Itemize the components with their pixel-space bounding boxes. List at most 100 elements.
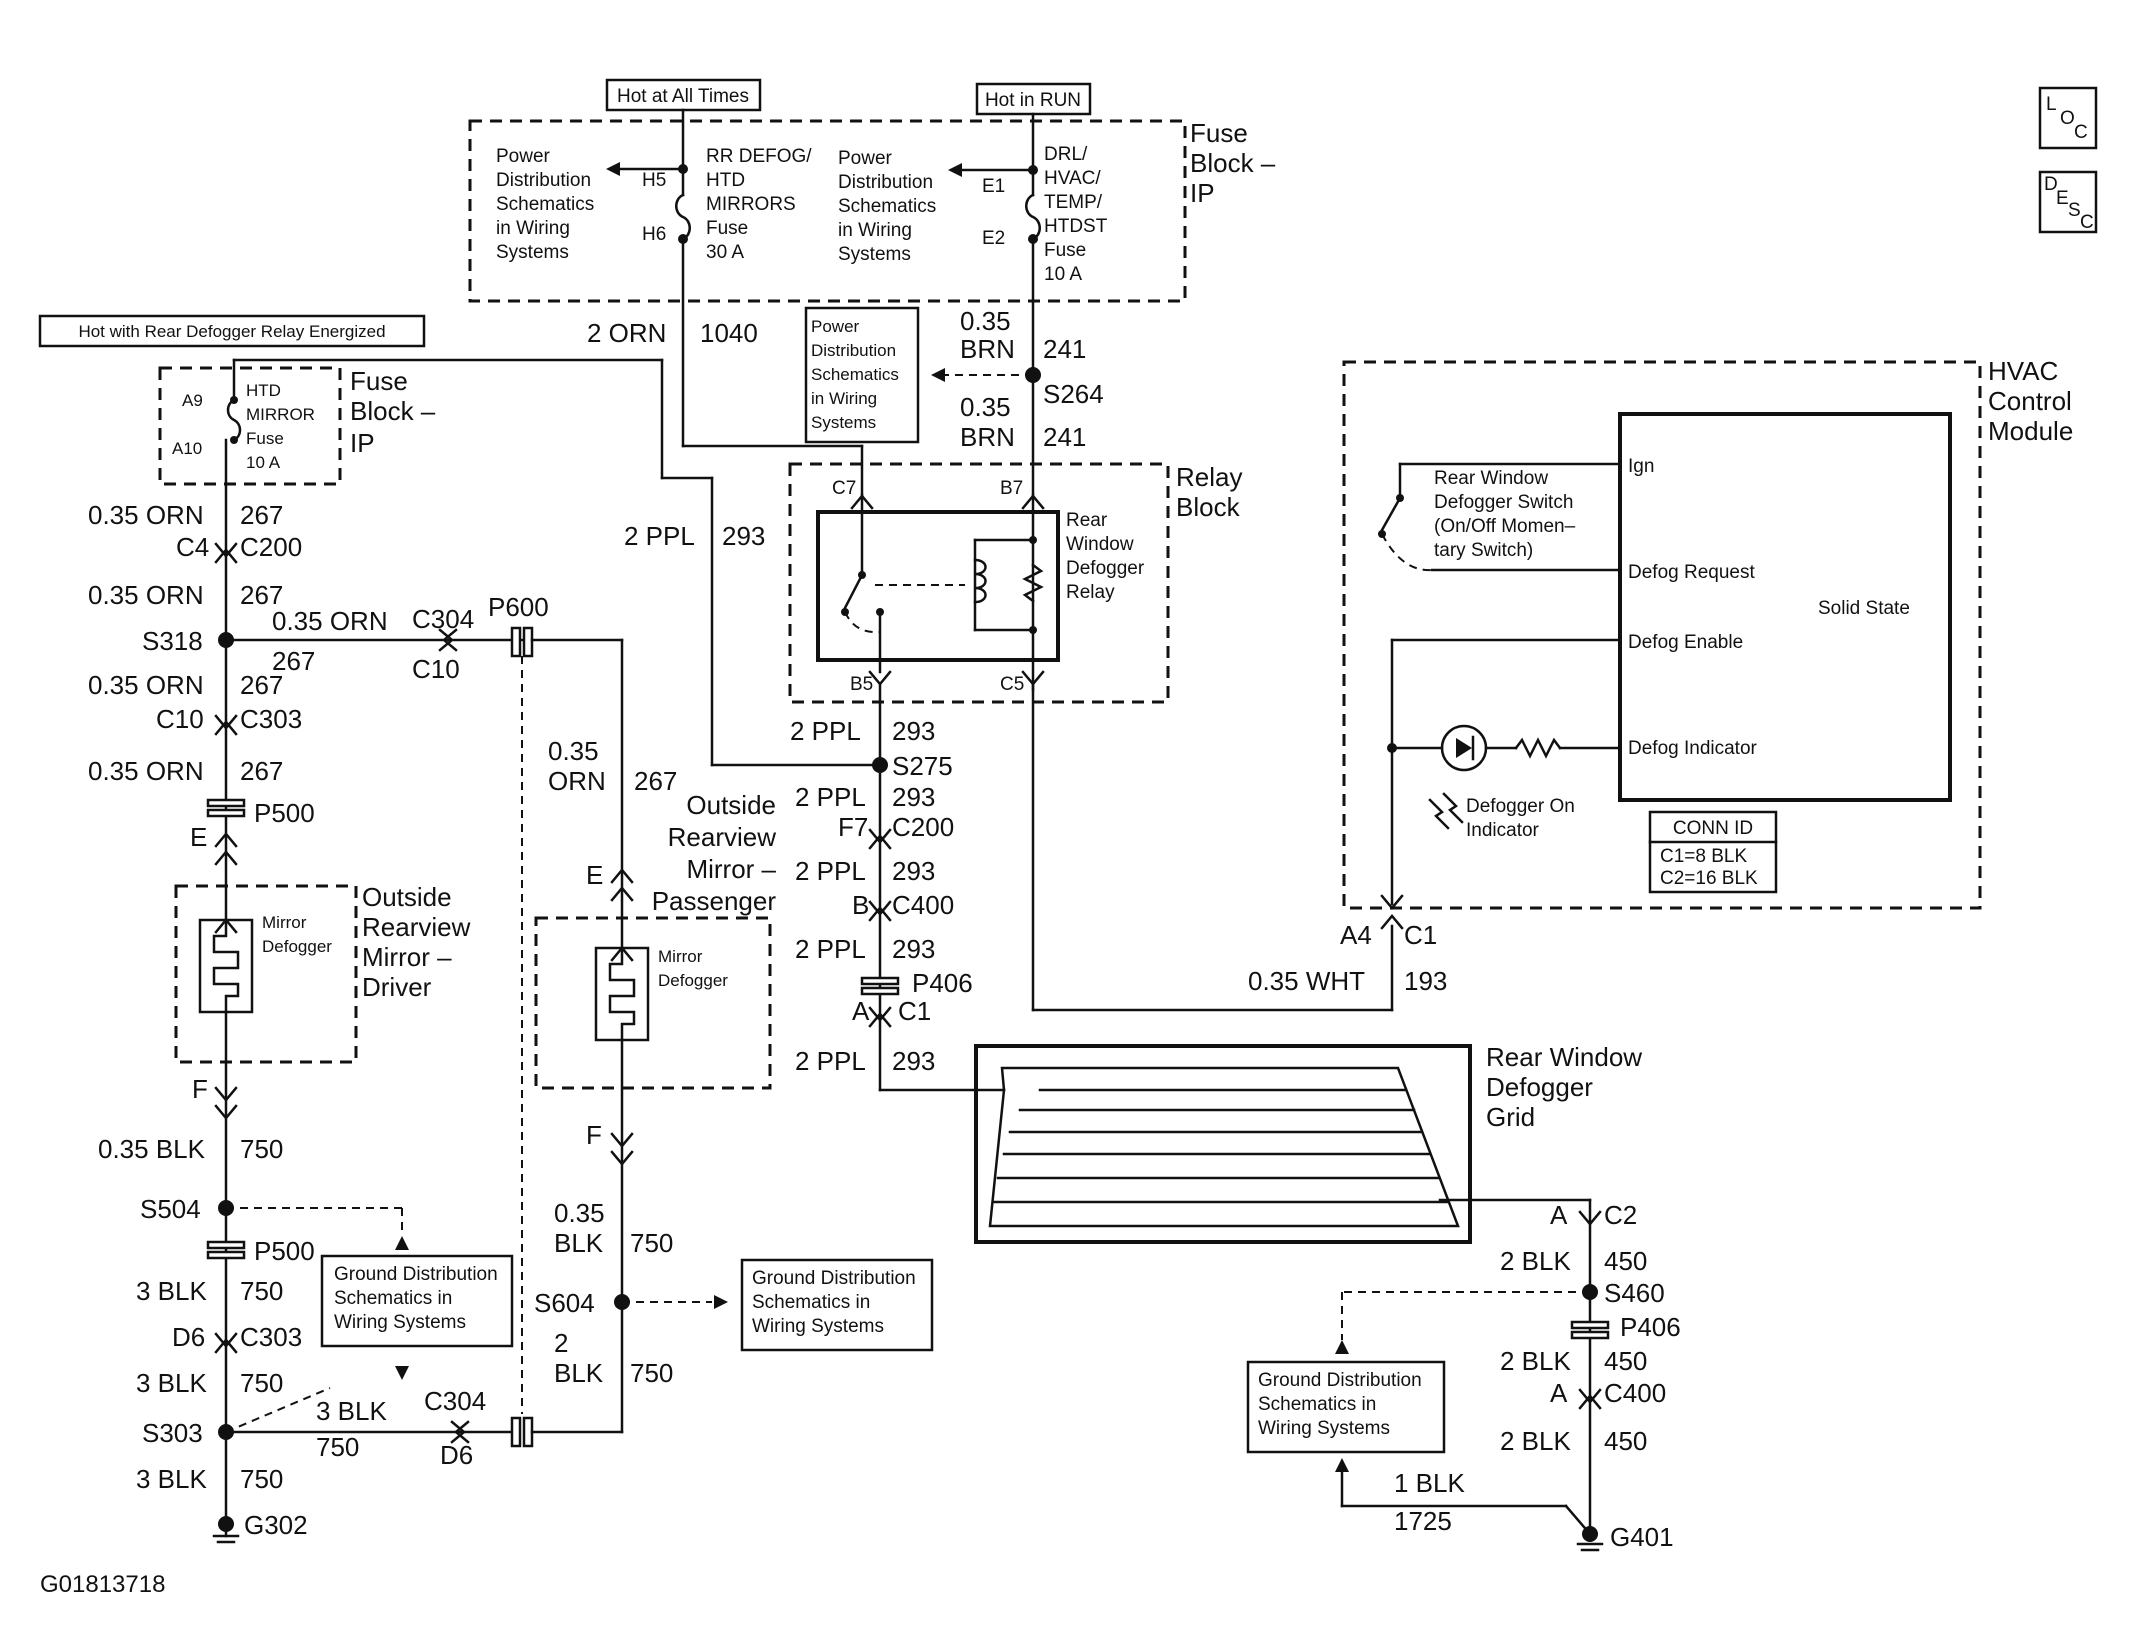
- svg-text:B5: B5: [850, 674, 873, 695]
- wire-035-orn-b: 0.35 ORN: [88, 580, 204, 610]
- wire-035-blk-a: 0.35 BLK: [98, 1134, 206, 1164]
- svg-text:Wiring Systems: Wiring Systems: [334, 1312, 466, 1333]
- svg-text:L: L: [2046, 94, 2057, 115]
- svg-text:MIRROR: MIRROR: [246, 405, 315, 424]
- pds-mid-box: Power Distribution Schematics in Wiring …: [804, 306, 920, 444]
- circuit-750-d: 750: [316, 1432, 359, 1462]
- s303-label: S303: [142, 1418, 203, 1448]
- gds-mid-box: Ground Distribution Schematics in Wiring…: [740, 1258, 934, 1352]
- svg-text:tary Switch): tary Switch): [1434, 540, 1533, 561]
- gds-right-box: Ground Distribution Schematics in Wiring…: [1246, 1360, 1446, 1454]
- conn-c2: C2: [1604, 1200, 1637, 1230]
- conn-p500-b: P500: [254, 1236, 315, 1266]
- svg-text:Solid State: Solid State: [1818, 598, 1910, 619]
- svg-text:HVAC/: HVAC/: [1044, 168, 1101, 189]
- circuit-267-d: 267: [240, 670, 283, 700]
- svg-text:Power: Power: [811, 317, 860, 336]
- svg-text:30 A: 30 A: [706, 242, 744, 263]
- svg-text:TEMP/: TEMP/: [1044, 192, 1103, 213]
- wire-3blk-c: 3 BLK: [316, 1396, 387, 1426]
- wire-brn-a: BRN: [960, 334, 1015, 364]
- svg-text:IP: IP: [350, 428, 375, 458]
- wire-035-orn-d: 0.35 ORN: [88, 670, 204, 700]
- g302-ground: [218, 1516, 234, 1532]
- wire-3blk-a: 3 BLK: [136, 1276, 207, 1306]
- svg-text:Rear Window: Rear Window: [1486, 1042, 1642, 1072]
- svg-text:Schematics: Schematics: [838, 196, 936, 217]
- conn-c4: C4: [176, 532, 209, 562]
- svg-text:H6: H6: [642, 224, 666, 245]
- svg-text:Power: Power: [496, 146, 551, 167]
- outside-mirror-passenger: Outside Rearview Mirror – Passenger Mirr…: [534, 790, 777, 1090]
- svg-text:Defogger Switch: Defogger Switch: [1434, 492, 1573, 513]
- svg-text:Ground Distribution: Ground Distribution: [334, 1264, 498, 1285]
- conn-c304-a: C304: [412, 604, 474, 634]
- conn-c400-a: C400: [892, 890, 954, 920]
- svg-text:Control: Control: [1988, 386, 2072, 416]
- svg-text:H5: H5: [642, 170, 666, 191]
- svg-text:Hot at All Times: Hot at All Times: [617, 86, 749, 107]
- svg-text:Schematics in: Schematics in: [752, 1292, 870, 1313]
- circuit-193: 193: [1404, 966, 1447, 996]
- svg-text:Mirror: Mirror: [262, 913, 307, 932]
- s318-label: S318: [142, 626, 203, 656]
- relay-block: Relay Block Rear Window Defogger Relay C…: [788, 462, 1242, 704]
- conn-p500-a: P500: [254, 798, 315, 828]
- wire-035-orn-a: 0.35 ORN: [88, 500, 204, 530]
- svg-text:Schematics in: Schematics in: [1258, 1394, 1376, 1415]
- circuit-241-b: 241: [1043, 422, 1086, 452]
- circuit-267-c: 267: [272, 646, 315, 676]
- conn-c1-a: C1: [898, 996, 931, 1026]
- svg-text:Defogger: Defogger: [262, 937, 332, 956]
- hvac-control-module: HVAC Control Module Ign Defog Request De…: [1342, 356, 2073, 910]
- circuit-293-f: 293: [892, 1046, 935, 1076]
- svg-text:HTD: HTD: [706, 170, 745, 191]
- svg-text:Block: Block: [1176, 492, 1241, 522]
- circuit-267-e: 267: [240, 756, 283, 786]
- svg-text:Systems: Systems: [838, 244, 911, 265]
- loc-tab[interactable]: L O C: [2038, 86, 2098, 150]
- svg-text:Wiring Systems: Wiring Systems: [1258, 1418, 1390, 1439]
- svg-text:C: C: [2080, 212, 2094, 233]
- conn-d6-a: D6: [172, 1322, 205, 1352]
- conn-p406-a: P406: [912, 968, 973, 998]
- svg-text:CONN ID: CONN ID: [1673, 818, 1753, 839]
- outside-mirror-driver: Outside Rearview Mirror – Driver Mirror …: [174, 882, 471, 1064]
- conn-e-a: E: [190, 822, 207, 852]
- svg-text:10 A: 10 A: [246, 453, 281, 472]
- svg-text:Rearview: Rearview: [668, 822, 777, 852]
- wire-2ppl-b: 2 PPL: [624, 521, 695, 551]
- circuit-750-c: 750: [240, 1368, 283, 1398]
- s460-label: S460: [1604, 1278, 1665, 1308]
- lightning-icon: [1428, 792, 1464, 830]
- svg-text:C2=16 BLK: C2=16 BLK: [1660, 868, 1758, 889]
- svg-text:Block –: Block –: [350, 396, 436, 426]
- rear-window-defogger-grid: Rear Window Defogger Grid: [974, 1042, 1642, 1244]
- hot-in-run-label: Hot in RUN: [975, 82, 1092, 116]
- svg-text:Defog Enable: Defog Enable: [1628, 632, 1743, 653]
- svg-text:Indicator: Indicator: [1466, 820, 1540, 841]
- svg-text:C1=8 BLK: C1=8 BLK: [1660, 846, 1747, 867]
- wire-2blk-b: 2 BLK: [1500, 1346, 1571, 1376]
- hot-defogger-label: Hot with Rear Defogger Relay Energized: [38, 314, 426, 348]
- pds-left-text: Power Distribution Schematics in Wiring …: [496, 146, 594, 263]
- desc-tab[interactable]: D E S C: [2038, 170, 2098, 234]
- svg-text:Schematics: Schematics: [811, 365, 899, 384]
- wire-2ppl-f: 2 PPL: [795, 1046, 866, 1076]
- conn-c1-b: C1: [1404, 920, 1437, 950]
- svg-text:Ign: Ign: [1628, 456, 1654, 477]
- svg-text:Hot in RUN: Hot in RUN: [985, 90, 1081, 111]
- circuit-293-c: 293: [892, 782, 935, 812]
- circuit-1040: 1040: [700, 318, 758, 348]
- wire-035-blk-b: 0.35: [554, 1198, 605, 1228]
- svg-text:Outside: Outside: [362, 882, 452, 912]
- svg-text:Systems: Systems: [496, 242, 569, 263]
- wire-3blk-d: 3 BLK: [136, 1464, 207, 1494]
- svg-text:Distribution: Distribution: [838, 172, 933, 193]
- conn-f-b: F: [586, 1120, 602, 1150]
- svg-text:Defogger: Defogger: [658, 971, 728, 990]
- svg-text:Fuse: Fuse: [1044, 240, 1086, 261]
- svg-text:O: O: [2060, 108, 2075, 129]
- svg-text:MIRRORS: MIRRORS: [706, 194, 796, 215]
- wire-2ppl-c: 2 PPL: [795, 782, 866, 812]
